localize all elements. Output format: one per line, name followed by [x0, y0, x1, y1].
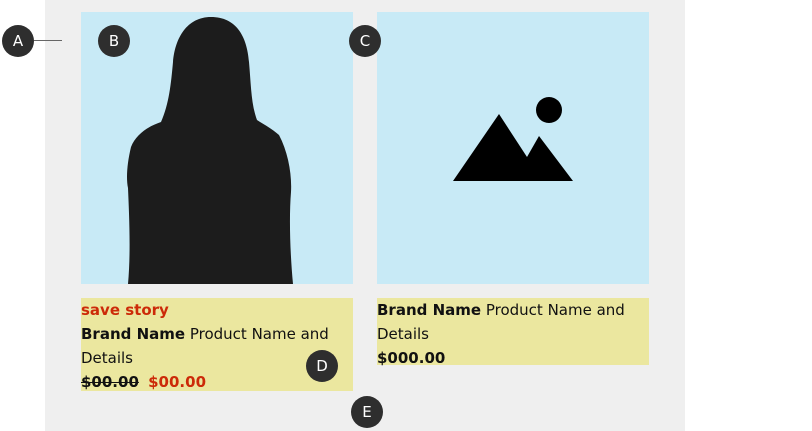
- annotation-leader-line: [34, 40, 62, 41]
- annotation-badge-c: C: [349, 25, 381, 57]
- product-title-1[interactable]: Brand Name Product Name and Details: [81, 322, 351, 370]
- product-title-2[interactable]: Brand Name Product Name and Details: [377, 298, 647, 346]
- original-price: $00.00: [81, 373, 139, 391]
- brand-name: Brand Name: [377, 301, 482, 319]
- product-image-1[interactable]: [81, 12, 353, 284]
- person-silhouette-icon: [127, 17, 293, 284]
- annotation-badge-b: B: [98, 25, 130, 57]
- promo-label[interactable]: save story: [81, 301, 169, 319]
- brand-name: Brand Name: [81, 325, 186, 343]
- price-line-1: $00.00 $00.00: [81, 370, 351, 394]
- image-placeholder-icon: [453, 97, 573, 181]
- product-info-2: Brand Name Product Name and Details $000…: [377, 298, 649, 367]
- sale-price: $00.00: [148, 373, 207, 391]
- product-card-2[interactable]: Brand Name Product Name and Details $000…: [377, 12, 649, 367]
- annotation-badge-d: D: [306, 350, 338, 382]
- product-info-1: save story Brand Name Product Name and D…: [81, 298, 353, 391]
- product-card-1[interactable]: save story Brand Name Product Name and D…: [81, 12, 353, 392]
- product-image-2[interactable]: [377, 12, 649, 284]
- annotation-badge-e: E: [351, 396, 383, 428]
- price-2: $000.00: [377, 349, 446, 367]
- product-name: Product Name and Details: [81, 325, 329, 367]
- product-name: Product Name and Details: [377, 301, 625, 343]
- annotation-badge-a: A: [2, 25, 34, 57]
